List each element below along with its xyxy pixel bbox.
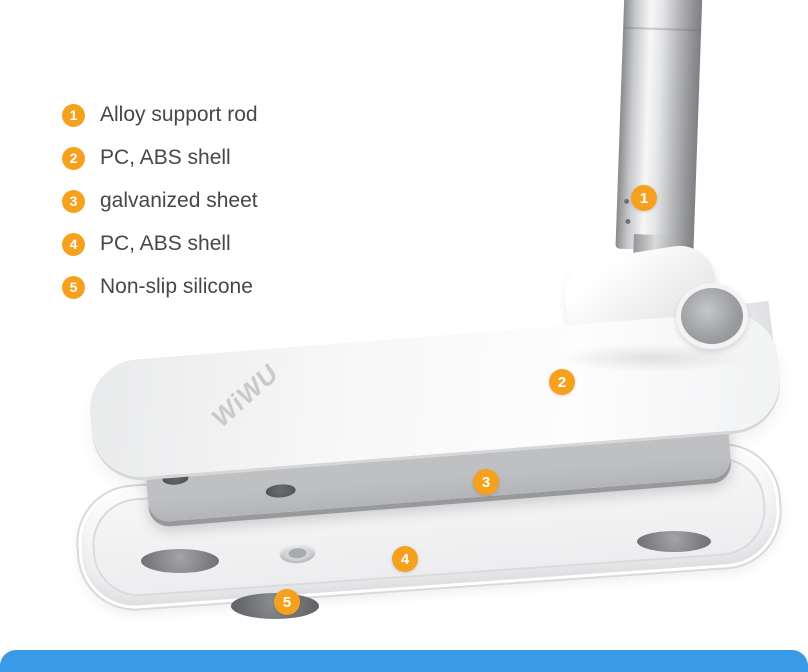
legend-item-pc-abs-shell-top: 2 PC, ABS shell [62, 146, 258, 170]
number-badge-icon: 4 [62, 232, 85, 256]
rod-screw-dot [625, 218, 631, 225]
callout-1-badge: 1 [631, 185, 657, 211]
legend-item-label: PC, ABS shell [100, 146, 231, 169]
parts-legend: 1 Alloy support rod 2 PC, ABS shell 3 ga… [62, 103, 258, 318]
hinge-knob [676, 283, 748, 349]
silicone-pad [141, 549, 219, 573]
number-badge-icon: 3 [62, 189, 85, 213]
legend-item-label: Alloy support rod [100, 103, 258, 126]
screw-hole [265, 483, 297, 499]
silicone-pad [637, 531, 711, 552]
legend-item-non-slip-silicone: 5 Non-slip silicone [62, 275, 258, 299]
legend-item-pc-abs-shell-bottom: 4 PC, ABS shell [62, 232, 258, 256]
callout-4-badge: 4 [392, 546, 418, 572]
number-badge-icon: 5 [62, 275, 85, 299]
legend-item-galvanized-sheet: 3 galvanized sheet [62, 189, 258, 213]
callout-2-badge: 2 [549, 369, 575, 395]
callout-5-badge: 5 [274, 589, 300, 615]
number-badge-icon: 1 [62, 103, 85, 127]
rod-screw-dot [624, 198, 630, 205]
number-badge-icon: 2 [62, 146, 85, 170]
legend-item-label: PC, ABS shell [100, 232, 231, 255]
legend-item-label: Non-slip silicone [100, 275, 253, 298]
legend-item-alloy-support-rod: 1 Alloy support rod [62, 103, 258, 127]
legend-item-label: galvanized sheet [100, 189, 258, 212]
callout-3-badge: 3 [473, 469, 499, 495]
footer-accent-bar [0, 650, 808, 672]
alloy-support-rod [615, 0, 703, 252]
